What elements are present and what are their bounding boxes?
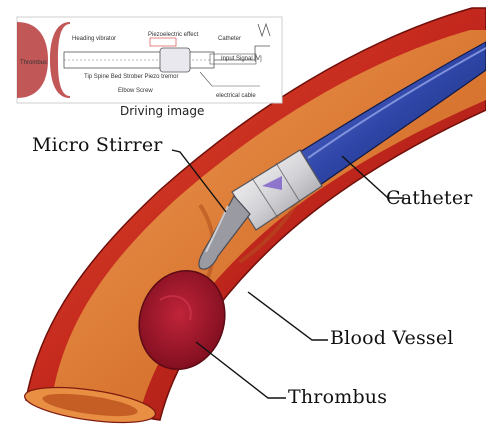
label-micro-stirrer: Micro Stirrer	[32, 134, 163, 156]
inset-label-guide-wire: Tip Spine Bed Strober Piezo tremor	[84, 74, 179, 80]
label-blood-vessel: Blood Vessel	[330, 327, 454, 349]
label-catheter: Catheter	[386, 187, 473, 209]
inset-label-elbow-screw: Elbow Screw	[118, 88, 153, 94]
inset-caption: Driving image	[120, 104, 204, 118]
inset-label-catheter: Catheter	[218, 36, 241, 42]
label-thrombus: Thrombus	[288, 386, 387, 408]
driving-image-inset: Thrombus Heading vibrator Piezoelectric …	[17, 17, 282, 103]
inset-label-heading-vibrator: Heading vibrator	[72, 36, 116, 42]
inset-label-piezoelectric-effect: Piezoelectric effect	[148, 32, 199, 38]
inset-label-electrical-cable: electrical cable	[216, 93, 256, 99]
inset-label-thrombus: Thrombus	[20, 60, 47, 66]
inset-label-input-signal: Input Signal [V]	[221, 56, 262, 62]
